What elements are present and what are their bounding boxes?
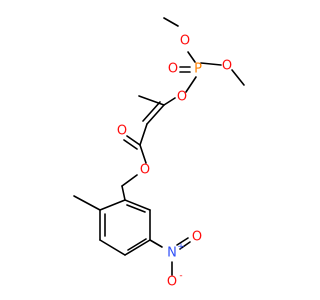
bond-carbonyl-c-o-ester bbox=[139, 144, 147, 164]
ring-bond-6 bbox=[124, 199, 151, 211]
ring-inner-3 bbox=[126, 204, 146, 213]
atom-o-nitro-bottom: O bbox=[167, 275, 177, 290]
atom-o-ester: O bbox=[140, 163, 150, 178]
atom-o-methoxy-b: O bbox=[222, 59, 232, 74]
bond-c-methyl bbox=[138, 95, 165, 106]
bond-ch-carbonyl-c bbox=[139, 123, 148, 146]
bond-methyl-o-a bbox=[163, 17, 179, 27]
bond-p-o-b bbox=[200, 62, 222, 66]
atom-p: P bbox=[194, 62, 202, 77]
atom-o-enol: O bbox=[177, 90, 187, 105]
bond-ring-methyl bbox=[73, 195, 101, 211]
bond-ring-n bbox=[149, 239, 163, 248]
bond-ch2-ring bbox=[121, 185, 126, 201]
ring-bond-3 bbox=[99, 239, 126, 256]
bond-c-ch-1 bbox=[146, 104, 165, 125]
bond-c-ch-2 bbox=[142, 101, 161, 122]
bond-p-o-enol bbox=[185, 76, 197, 93]
atom-o-phosphoryl: O bbox=[168, 62, 178, 77]
bond-n-o-top-2 bbox=[179, 241, 191, 250]
ring-bond-1 bbox=[99, 199, 126, 211]
bond-n-o-top-1 bbox=[176, 237, 189, 246]
atom-n-nitro: N bbox=[167, 246, 177, 261]
bond-o-enol-c bbox=[163, 97, 176, 106]
ring-bond-4 bbox=[124, 239, 151, 256]
ring-inner-2 bbox=[127, 238, 147, 251]
structure-svg: O O O P O O O N + O O - bbox=[73, 17, 245, 290]
atom-o-nitro-top: O bbox=[192, 230, 202, 245]
bond-carbonyl-2 bbox=[123, 139, 138, 150]
bond-carbonyl-1 bbox=[126, 135, 141, 146]
atom-o-methoxy-a: O bbox=[180, 34, 190, 49]
molecule-diagram: O O O P O O O N + O O - bbox=[73, 17, 245, 290]
atom-o-carbonyl: O bbox=[117, 124, 127, 139]
atom-labels: O O O P O O O N + O O - bbox=[117, 34, 232, 290]
bond-o-a-p bbox=[187, 51, 196, 63]
charge-o-minus: - bbox=[179, 271, 182, 281]
bond-o-ester-ch2 bbox=[121, 174, 138, 187]
bonds bbox=[73, 17, 245, 276]
bond-o-b-methyl bbox=[231, 69, 245, 86]
charge-n-plus: + bbox=[177, 242, 185, 252]
